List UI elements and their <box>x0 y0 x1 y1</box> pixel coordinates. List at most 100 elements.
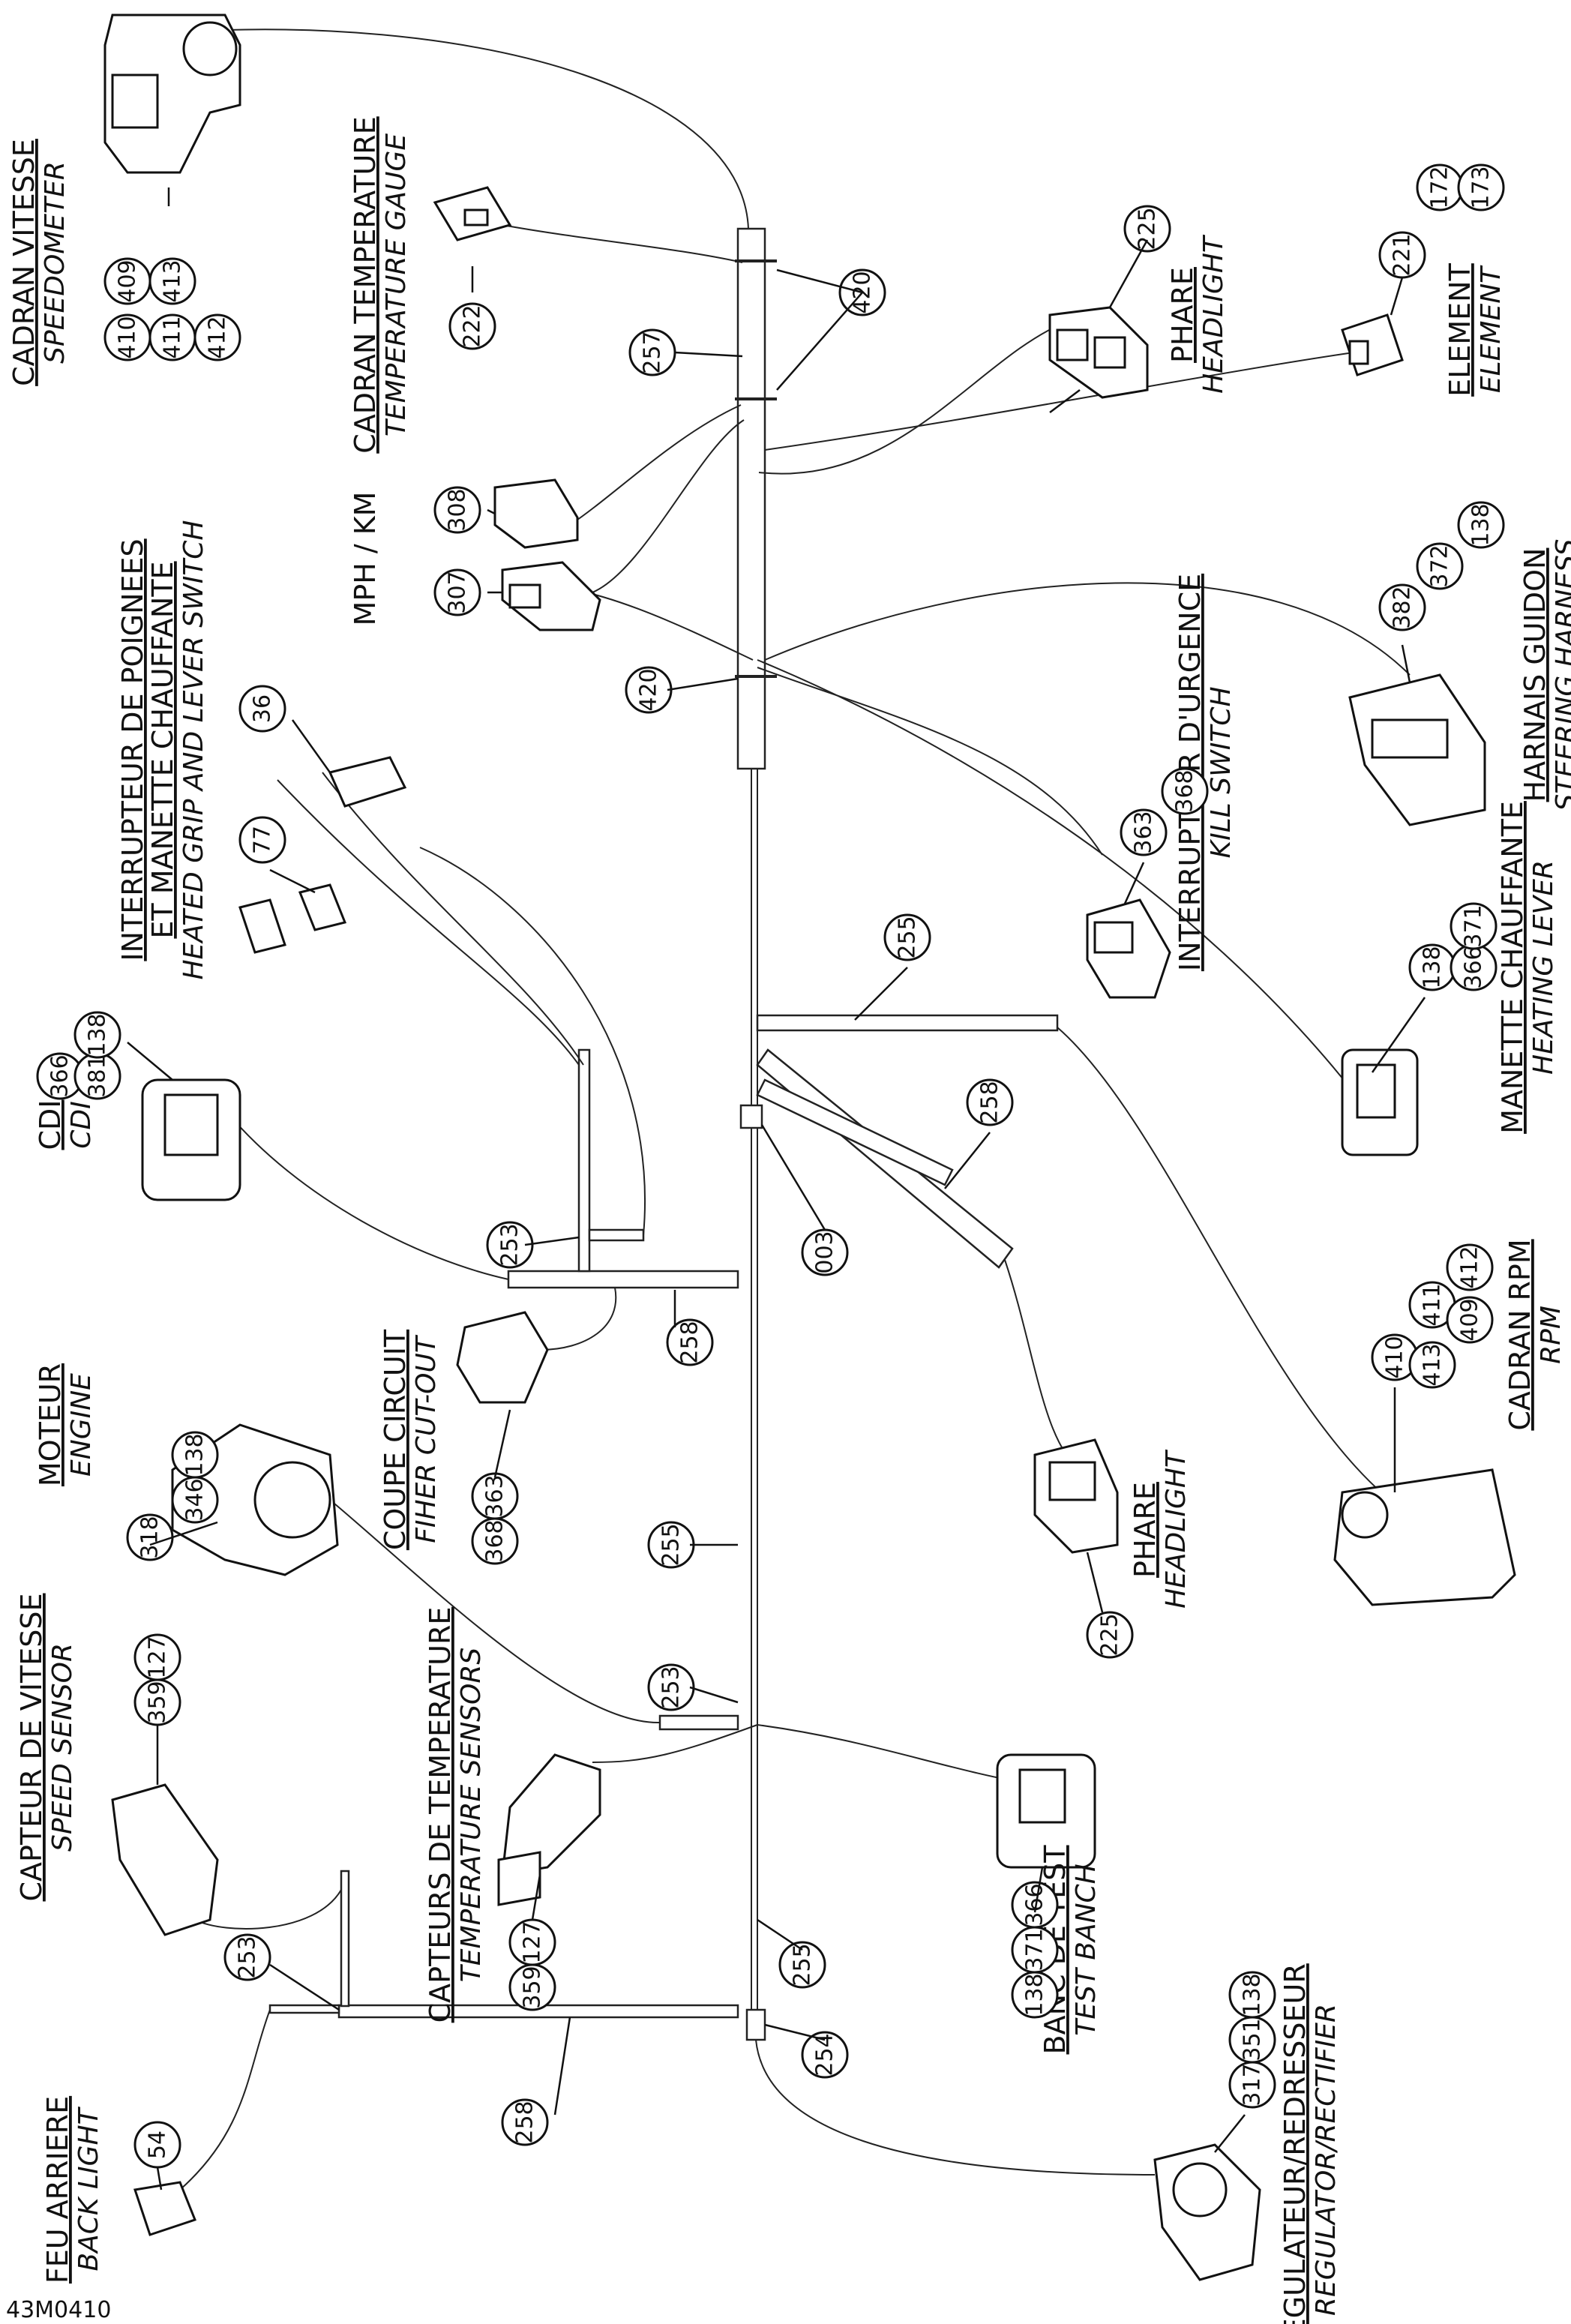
label-temp-gauge-fr: CADRAN TEMPERATURE <box>349 116 382 453</box>
callout-number: 366 <box>1461 946 1487 988</box>
callout-number: 225 <box>1097 1613 1123 1656</box>
callout-number: 127 <box>520 1921 546 1963</box>
test-banch-connector <box>996 1753 1096 1869</box>
callout-number: 368 <box>1172 769 1198 812</box>
label-heating-lever-en: HEATING LEVER <box>1528 860 1559 1075</box>
callout-number: 368 <box>482 1519 508 1562</box>
callout-c255a: 255 <box>883 913 931 961</box>
label-rpm-en: RPM <box>1536 1306 1567 1364</box>
speedometer-connector <box>103 13 241 174</box>
label-headlight-top-fr: PHARE <box>1166 267 1199 363</box>
label-engine-fr: MOTEUR <box>34 1363 67 1486</box>
label-fiher-en: FIHER CUT-OUT <box>411 1334 442 1543</box>
headlight-top-connector <box>1048 306 1149 399</box>
callout-number: 173 <box>1468 166 1495 208</box>
temp-gauge-connector <box>433 186 512 241</box>
callout-c368a: 368 <box>1161 767 1209 815</box>
kill-switch-connector <box>1086 898 1171 999</box>
heating-lever-connector <box>1341 1048 1419 1156</box>
callout-c412: 412 <box>193 313 241 361</box>
callout-number: 381 <box>85 1054 111 1097</box>
callout-number: 359 <box>520 1966 546 2008</box>
callout-c420b: 420 <box>625 666 673 714</box>
callout-number: 138 <box>1420 946 1446 988</box>
callout-number: 222 <box>460 304 486 347</box>
callout-number: 255 <box>790 1943 816 1986</box>
callout-c307: 307 <box>433 568 481 616</box>
callout-c371a: 371 <box>1450 902 1498 950</box>
callout-c254: 254 <box>801 2031 849 2079</box>
callout-number: 307 <box>445 571 471 613</box>
callout-c225a: 225 <box>1123 205 1171 253</box>
label-rpm-fr: CADRAN RPM <box>1504 1239 1537 1430</box>
callout-number: 36 <box>250 694 276 723</box>
rpm-connector <box>1333 1468 1516 1606</box>
label-back-light-en: BACK LIGHT <box>73 2106 104 2271</box>
callout-number: 172 <box>1427 166 1453 208</box>
heated-grip-connector-77b <box>298 883 347 931</box>
callout-c410: 410 <box>103 313 151 361</box>
callout-c225b: 225 <box>1086 1611 1134 1659</box>
callout-number: 138 <box>182 1433 208 1476</box>
label-headlight-bottom-fr: PHARE <box>1129 1482 1162 1578</box>
callout-number: 255 <box>658 1523 685 1566</box>
callout-number: 253 <box>658 1666 685 1708</box>
callout-number: 366 <box>47 1054 73 1097</box>
callout-number: 420 <box>636 668 662 711</box>
callout-number: 413 <box>160 259 186 302</box>
callout-c138a: 138 <box>1457 501 1505 549</box>
callout-number: 363 <box>1131 811 1157 853</box>
callout-number: 258 <box>677 1321 703 1363</box>
label-element-en: ELEMENT <box>1476 265 1507 393</box>
heated-grip-connector-77a <box>238 898 286 954</box>
callout-c222: 222 <box>448 302 496 350</box>
callout-c363a: 363 <box>1120 808 1168 856</box>
callout-c77: 77 <box>238 816 286 864</box>
callout-c257: 257 <box>628 328 676 376</box>
callout-number: 363 <box>482 1474 508 1517</box>
fiher-cutout-connector <box>456 1311 549 1404</box>
callout-c412b: 412 <box>1446 1243 1494 1291</box>
callout-number: 382 <box>1390 586 1416 628</box>
label-steering-fr: HARNAIS GUIDON <box>1519 548 1552 802</box>
label-heated-grip-fr1: INTERRUPTEUR DE POIGNEES <box>116 538 149 961</box>
callout-c138d: 138 <box>171 1431 219 1479</box>
callout-c255b: 255 <box>647 1521 695 1569</box>
callout-c372: 372 <box>1416 542 1464 590</box>
label-speedometer-en: SPEEDOMETER <box>40 161 70 364</box>
label-headlight-top-en: HEADLIGHT <box>1198 234 1229 394</box>
callout-c253a: 253 <box>486 1221 534 1269</box>
callout-number: 308 <box>445 488 471 531</box>
label-speedometer-fr: CADRAN VITESSE <box>7 139 40 386</box>
callout-c366a: 366 <box>36 1052 84 1100</box>
label-temp-sensors-fr: CAPTEURS DE TEMPERATURE <box>424 1607 457 2023</box>
callout-c138c: 138 <box>1408 943 1456 991</box>
callout-c172: 172 <box>1416 163 1464 211</box>
callout-c258c: 258 <box>501 2098 549 2146</box>
speed-sensor-connector <box>111 1783 219 1936</box>
regulator-connector <box>1153 2143 1261 2281</box>
callout-number: 255 <box>895 916 921 958</box>
callout-number: 366 <box>1022 1883 1048 1926</box>
callout-number: 54 <box>145 2131 171 2159</box>
callout-c366c: 366 <box>1011 1881 1059 1929</box>
label-heated-grip-en: HEATED GRIP AND LEVER SWITCH <box>178 520 209 979</box>
component-labels: CADRAN VITESSE SPEEDOMETER CADRAN TEMPER… <box>7 116 1571 2324</box>
callout-number: 254 <box>812 2033 838 2076</box>
label-temp-gauge-en: TEMPERATURE GAUGE <box>381 133 412 437</box>
callout-number: 351 <box>1240 2018 1266 2061</box>
callout-number: 138 <box>85 1013 111 1056</box>
heated-grip-connector-36 <box>328 756 407 808</box>
callout-number: 359 <box>145 1681 171 1723</box>
callout-c127b: 127 <box>508 1918 556 1966</box>
callout-c317: 317 <box>1228 2061 1276 2109</box>
callout-c359b: 359 <box>508 1963 556 2011</box>
label-speed-sensor-en: SPEED SENSOR <box>47 1643 78 1852</box>
main-harness-trunk <box>735 227 777 2040</box>
callout-number: 409 <box>115 259 141 302</box>
callout-number: 371 <box>1022 1928 1048 1971</box>
callout-number: 258 <box>977 1081 1003 1123</box>
callout-number: 003 <box>812 1231 838 1273</box>
callout-c409: 409 <box>103 257 151 305</box>
